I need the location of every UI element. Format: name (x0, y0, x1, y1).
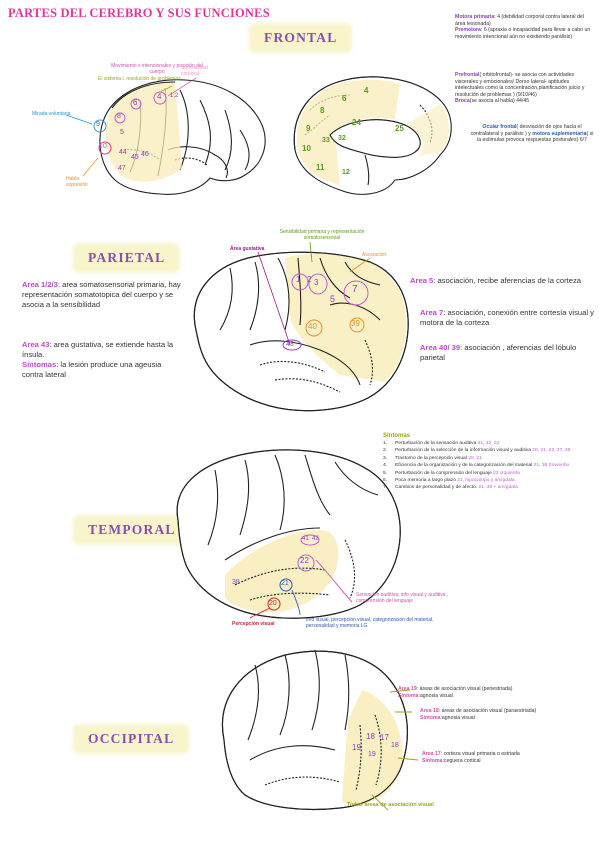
parietal-area-label: 3 (314, 278, 319, 287)
frontal-medial-area-label: 11 (316, 163, 325, 172)
section-label-parietal: PARIETAL (76, 246, 178, 270)
parietal-area-label: 39 (351, 319, 360, 328)
frontal-medial-area-label: 12 (342, 169, 350, 176)
parietal-note-area5: Area 5: asociación, recibe aferencias de… (410, 276, 581, 285)
temporal-sintomas-title: Síntomas (383, 433, 411, 439)
list-item: 1.Perturbación de la sensación auditiva … (383, 441, 500, 446)
frontal-medial-area-label: 8 (320, 106, 325, 115)
temporal-area-label: 20 (269, 600, 277, 607)
parietal-area-label: 40 (308, 322, 317, 331)
list-item: 3.Trastorno de la percepción visual 20, … (383, 455, 482, 461)
temporal-label-sensacion: Sensación auditiva, info visual y auditi… (356, 592, 449, 604)
frontal-label-mirada: Mirada voluntaria (32, 111, 71, 117)
frontal-area-label: 6 (133, 98, 138, 107)
temporal-area-label: 22 (300, 556, 309, 565)
occipital-note-area18: Area 18: áreas de asociación visual (par… (420, 708, 537, 721)
frontal-medial-area-label: 24 (352, 118, 361, 127)
frontal-note-prefrontal: Prefrontal( orbitofrontal)- se asocia co… (455, 72, 585, 105)
temporal-area-label: 42 (312, 536, 319, 542)
frontal-area-label: 1,2 (170, 93, 179, 99)
temporal-label-percepcion: Percepción visual (232, 621, 275, 627)
list-item: 6.Poca memoria a largo plazo 21, hipocam… (383, 478, 515, 484)
frontal-label-habla: Habla expresión (66, 176, 88, 188)
temporal-sintomas: Síntomas 1.Perturbación de la sensación … (383, 432, 570, 492)
frontal-note-ocular: Ocular frontal( desviación de ojos hacia… (470, 124, 594, 144)
section-label-frontal: FRONTAL (252, 26, 350, 50)
temporal-area-label: 41 (302, 536, 309, 542)
frontal-label-sistema: El sistema l. resolución de problemas (98, 76, 181, 82)
frontal-area-label: 4 (157, 92, 162, 101)
occipital-label-todas: Todas áreas de asociación visual (347, 802, 434, 808)
temporal-area-label: 21 (281, 580, 289, 587)
frontal-area-label: 46 (141, 151, 149, 158)
frontal-area-label: 10 (99, 143, 107, 150)
occipital-note-area19: Area 19: áreas de asociación visual (per… (398, 686, 513, 699)
parietal-area-label: 5 (330, 294, 336, 304)
frontal-note-motora: Motora primaria: 4 (debilidad corporal c… (455, 14, 591, 40)
frontal-area-label: 47 (118, 165, 126, 172)
frontal-medial-area-label: 10 (302, 144, 311, 153)
frontal-medial-area-label: 32 (338, 135, 346, 142)
list-item: 7.Cambios de personalidad y de afecto. 2… (383, 485, 518, 491)
frontal-area-label: 5 (120, 129, 124, 136)
parietal-note-area7: Area 7: asociación, conexión entre corte… (420, 308, 594, 327)
temporal-label-info: Info visual, percepción visual, categori… (306, 617, 434, 629)
frontal-area-label: 45 (131, 154, 139, 161)
parietal-area-label: 7 (352, 284, 358, 295)
list-item: 4.Eficiencia de la organización y de la … (383, 463, 570, 469)
frontal-medial-area-label: 4 (364, 86, 369, 95)
temporal-sintomas-list: 1.Perturbación de la sensación auditiva … (383, 440, 570, 492)
list-item: 5.Perturbación de la comprensión del len… (383, 470, 520, 476)
frontal-medial-area-label: 6 (342, 94, 347, 103)
parietal-area-label: 43 (286, 341, 294, 348)
parietal-area-label: 2 (307, 275, 312, 284)
frontal-area-label: 9 (96, 121, 100, 128)
parietal-area-label: 1 (296, 275, 301, 284)
parietal-note-area4039: Area 40/ 39: asociación , aferencias del… (420, 343, 577, 362)
parietal-label-gustativa: Área gustativa (230, 246, 265, 252)
occipital-area-label: 18 (366, 732, 375, 741)
list-item: 2.Perturbación de la selección de la inf… (383, 448, 571, 454)
section-label-occipital: OCCIPITAL (76, 727, 187, 751)
occipital-area-label: 19 (352, 743, 361, 752)
parietal-label-asociacion: Asociación (362, 252, 387, 258)
occipital-area-label: 19 (368, 751, 376, 758)
occipital-note-area17: Area 17: corteza visual primaria o estri… (422, 751, 520, 764)
occipital-area-label: 17 (380, 733, 389, 742)
parietal-label-sensibilidad: Sensibilidad primaria y representación s… (279, 229, 365, 241)
temporal-area-label: 38 (232, 579, 240, 586)
frontal-medial-area-label: 9 (306, 124, 311, 133)
parietal-note-area43: Area 43: area gustativa, se extiende has… (22, 340, 174, 379)
frontal-medial-area-label: 33 (322, 137, 330, 144)
frontal-label-movimiento: Movimiento s intencionales y posición de… (111, 63, 203, 75)
parietal-note-area123: Area 1/2/3: area somatosensorial primari… (22, 280, 181, 309)
frontal-medial-area-label: 25 (395, 124, 404, 133)
occipital-area-label: 18 (391, 742, 399, 749)
frontal-area-label: 8 (117, 113, 121, 120)
frontal-label-sensibilidad: Sensibilidad corporal (181, 65, 208, 77)
frontal-area-label: 44 (119, 149, 127, 156)
page-title: PARTES DEL CEREBRO Y SUS FUNCIONES (8, 6, 270, 20)
section-label-temporal: TEMPORAL (76, 518, 188, 542)
